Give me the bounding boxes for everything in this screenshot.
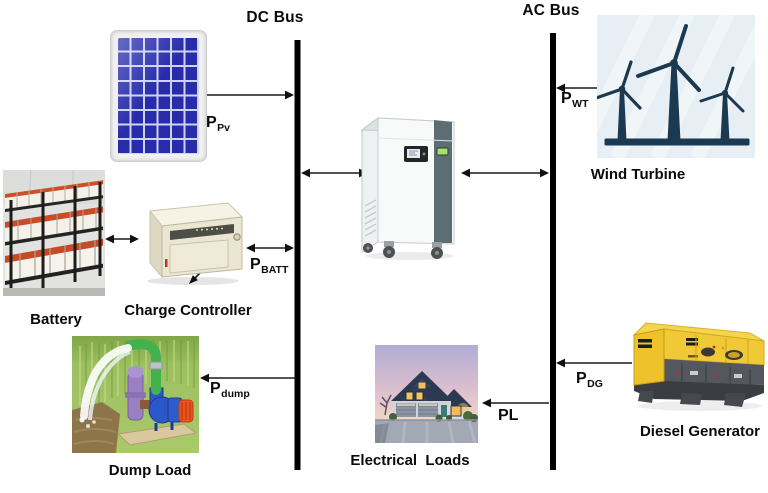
charge-controller-image — [140, 197, 246, 285]
diesel-generator-image — [630, 311, 768, 413]
flow-label-pv: PPv — [206, 114, 231, 134]
arrow-wind-turbine-ac-bus — [556, 83, 597, 93]
flow-label-dump: Pdump — [210, 380, 250, 400]
flow-label-dg: PDG — [576, 370, 603, 390]
battery-image — [3, 170, 105, 296]
solar-cells — [118, 38, 199, 154]
solar-panel-image — [110, 30, 207, 162]
dump-load-image — [72, 336, 199, 453]
inverter-image — [358, 110, 460, 262]
wind-turbine-image — [597, 15, 755, 158]
ac-bus-label: AC Bus — [522, 2, 580, 19]
wind-turbine-caption: Wind Turbine — [590, 166, 686, 183]
flow-label-batt: PBATT — [250, 256, 289, 276]
dc-bus-label: DC Bus — [246, 9, 304, 26]
arrow-diesel-generator-ac-bus — [556, 358, 632, 368]
charge-controller-caption: Charge Controller — [124, 302, 252, 319]
electrical-loads-image — [375, 345, 478, 443]
arrow-pv-to-dc-bus — [206, 90, 294, 100]
electrical-loads-caption: Electrical Loads — [350, 452, 470, 469]
dc-bus-line — [294, 40, 301, 470]
arrow-charge-controller-dc-bus — [246, 243, 294, 253]
arrow-inverter-ac-bus — [461, 168, 549, 178]
dump-load-caption: Dump Load — [108, 462, 192, 479]
arrow-ac-bus-loads — [482, 398, 549, 408]
diesel-generator-caption: Diesel Generator — [639, 423, 761, 440]
arrow-dc-bus-dump-load — [200, 373, 296, 383]
arrow-battery-charge-controller — [105, 234, 139, 244]
battery-caption: Battery — [30, 311, 82, 328]
flow-label-pl: PL — [498, 407, 519, 424]
flow-label-wt: PWT — [561, 90, 589, 110]
ac-bus-line — [550, 33, 556, 470]
